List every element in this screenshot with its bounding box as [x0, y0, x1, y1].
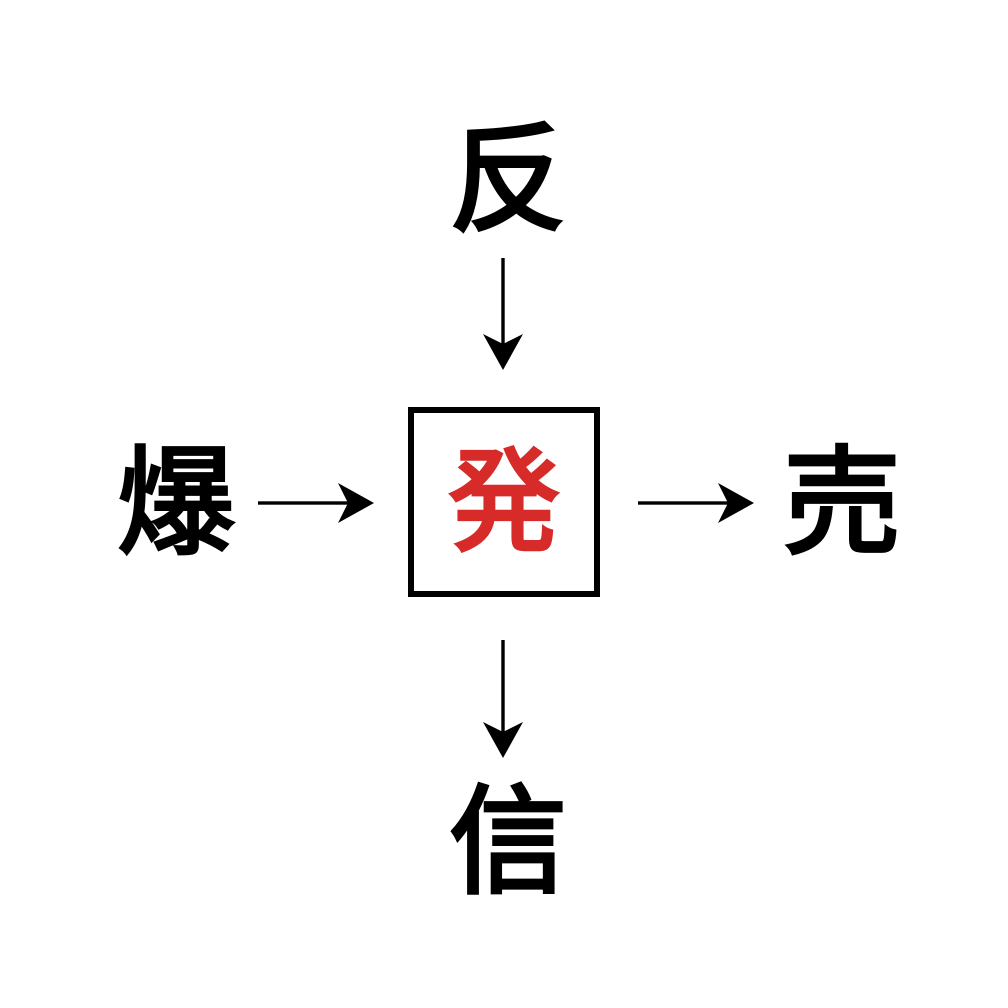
- kanji-node-center: 発: [448, 438, 560, 568]
- kanji-node-left: 爆: [116, 434, 235, 572]
- center-kanji-box: 発: [408, 407, 600, 597]
- kanji-node-right: 売: [782, 434, 901, 572]
- arrow-down-top-to-center: [469, 258, 537, 370]
- arrow-right-left-to-center: [258, 470, 374, 536]
- arrow-right-center-to-right: [638, 470, 754, 536]
- kanji-node-top: 反: [448, 111, 567, 249]
- kanji-node-bottom: 信: [448, 773, 567, 911]
- arrow-down-center-to-bottom: [469, 640, 537, 758]
